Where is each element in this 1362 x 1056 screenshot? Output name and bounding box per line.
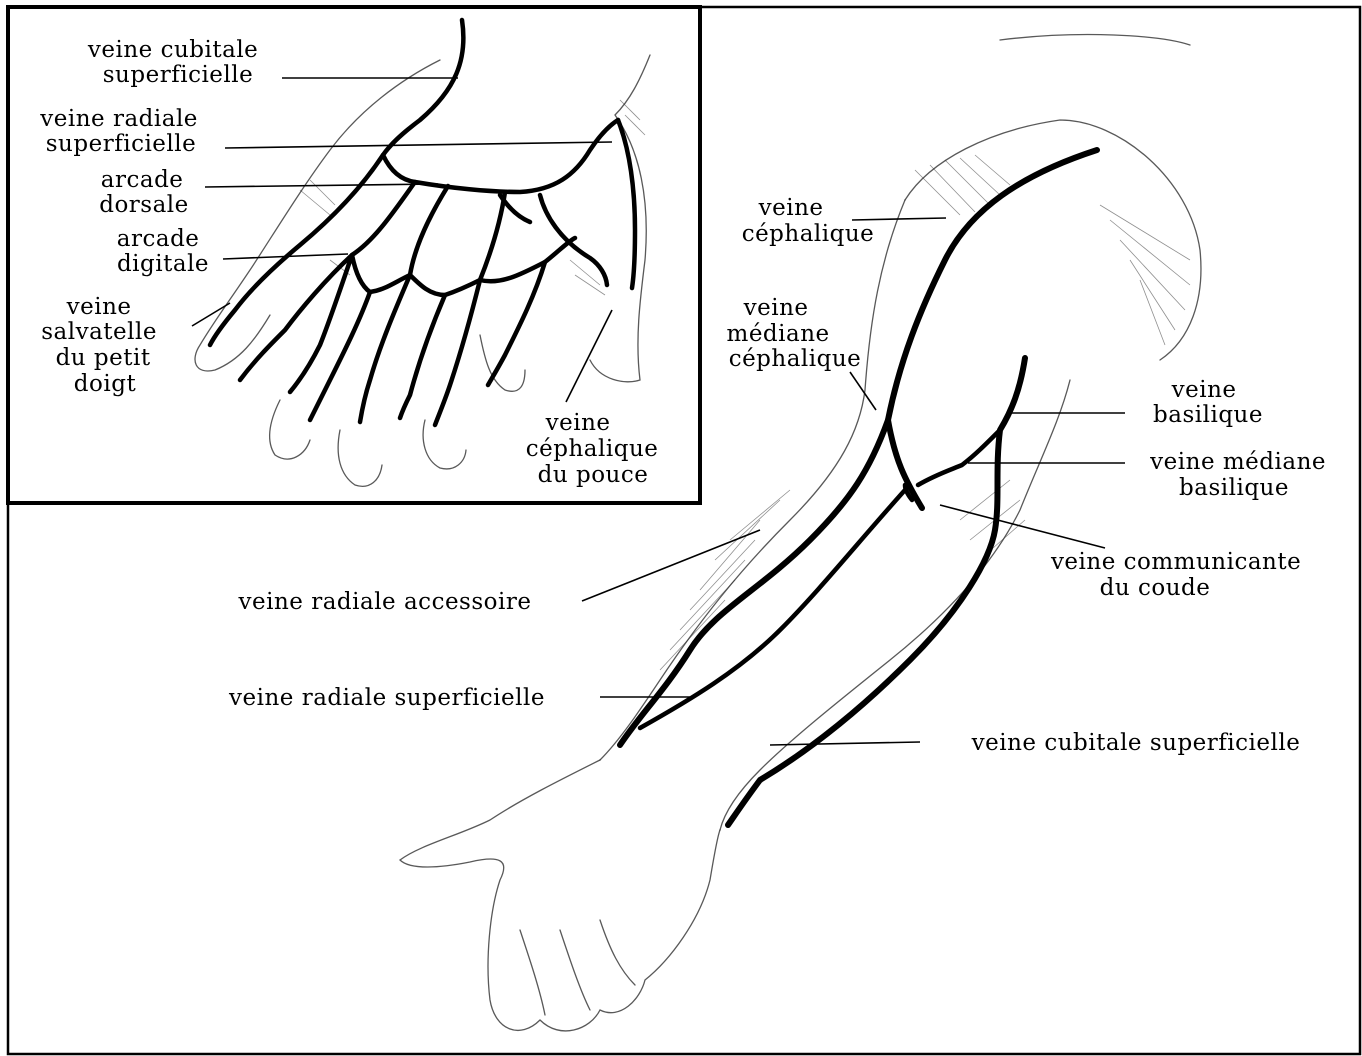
label-mediane-cephalique-line-3: céphalique xyxy=(729,346,862,372)
label-inset-arcade-dorsale-line-1: arcade xyxy=(101,167,184,193)
label-cephalique-line-2: céphalique xyxy=(742,221,875,247)
label-radiale-superficielle: veine radiale superficielle xyxy=(228,685,545,711)
label-radiale-accessoire: veine radiale accessoire xyxy=(238,589,532,615)
label-mediane-cephalique-line-2: médiane xyxy=(727,321,830,347)
label-inset-radiale-line-1: veine radiale xyxy=(39,106,198,132)
label-inset-salvatelle-line-1: veine xyxy=(66,294,132,320)
label-inset-arcade-digitale-line-1: arcade xyxy=(117,226,200,252)
label-inset-arcade-dorsale-line-2: dorsale xyxy=(99,192,189,218)
label-inset-cubitale: veine cubitale superficielle xyxy=(87,37,266,88)
label-communicante-line-1: veine communicante xyxy=(1050,549,1301,575)
label-communicante: veine communicante du coude xyxy=(1050,549,1309,601)
label-inset-arcade-digitale-line-2: digitale xyxy=(117,251,209,277)
arm-median-cephalic-vein xyxy=(888,420,922,508)
label-inset-cubitale-line-2: superficielle xyxy=(103,62,254,88)
label-inset-salvatelle-line-3: du petit xyxy=(56,345,151,371)
label-basilique: veine basilique xyxy=(1153,377,1263,428)
arm-median-basilic-vein xyxy=(918,430,1000,485)
label-cephalique: veine céphalique xyxy=(742,195,875,247)
label-mediane-cephalique: veine médiane céphalique xyxy=(727,295,862,372)
arm-radial-superficial-vein xyxy=(640,490,905,728)
label-inset-cephalique-pouce-line-1: veine xyxy=(545,410,611,436)
label-basilique-line-1: veine xyxy=(1171,377,1237,403)
label-inset-radiale-line-2: superficielle xyxy=(46,131,197,157)
label-inset-salvatelle-line-4: doigt xyxy=(74,371,137,397)
label-basilique-line-2: basilique xyxy=(1153,402,1263,428)
label-cephalique-line-1: veine xyxy=(758,195,824,221)
label-inset-cephalique-pouce-line-3: du pouce xyxy=(538,462,649,488)
label-inset-radiale: veine radiale superficielle xyxy=(39,106,205,157)
label-inset-arcade-digitale: arcade digitale xyxy=(117,226,209,277)
label-mediane-basilique-line-1: veine médiane xyxy=(1149,449,1326,475)
label-mediane-basilique: veine médiane basilique xyxy=(1149,449,1334,501)
label-mediane-basilique-line-2: basilique xyxy=(1179,475,1289,501)
label-communicante-line-2: du coude xyxy=(1100,575,1211,601)
label-inset-salvatelle-line-2: salvatelle xyxy=(41,319,157,345)
label-mediane-cephalique-line-1: veine xyxy=(743,295,809,321)
label-inset-cephalique-pouce-line-2: céphalique xyxy=(526,436,659,462)
label-inset-cubitale-line-1: veine cubitale xyxy=(87,37,258,63)
label-inset-arcade-dorsale: arcade dorsale xyxy=(99,167,191,218)
label-cubitale-superficielle: veine cubitale superficielle xyxy=(971,730,1301,756)
